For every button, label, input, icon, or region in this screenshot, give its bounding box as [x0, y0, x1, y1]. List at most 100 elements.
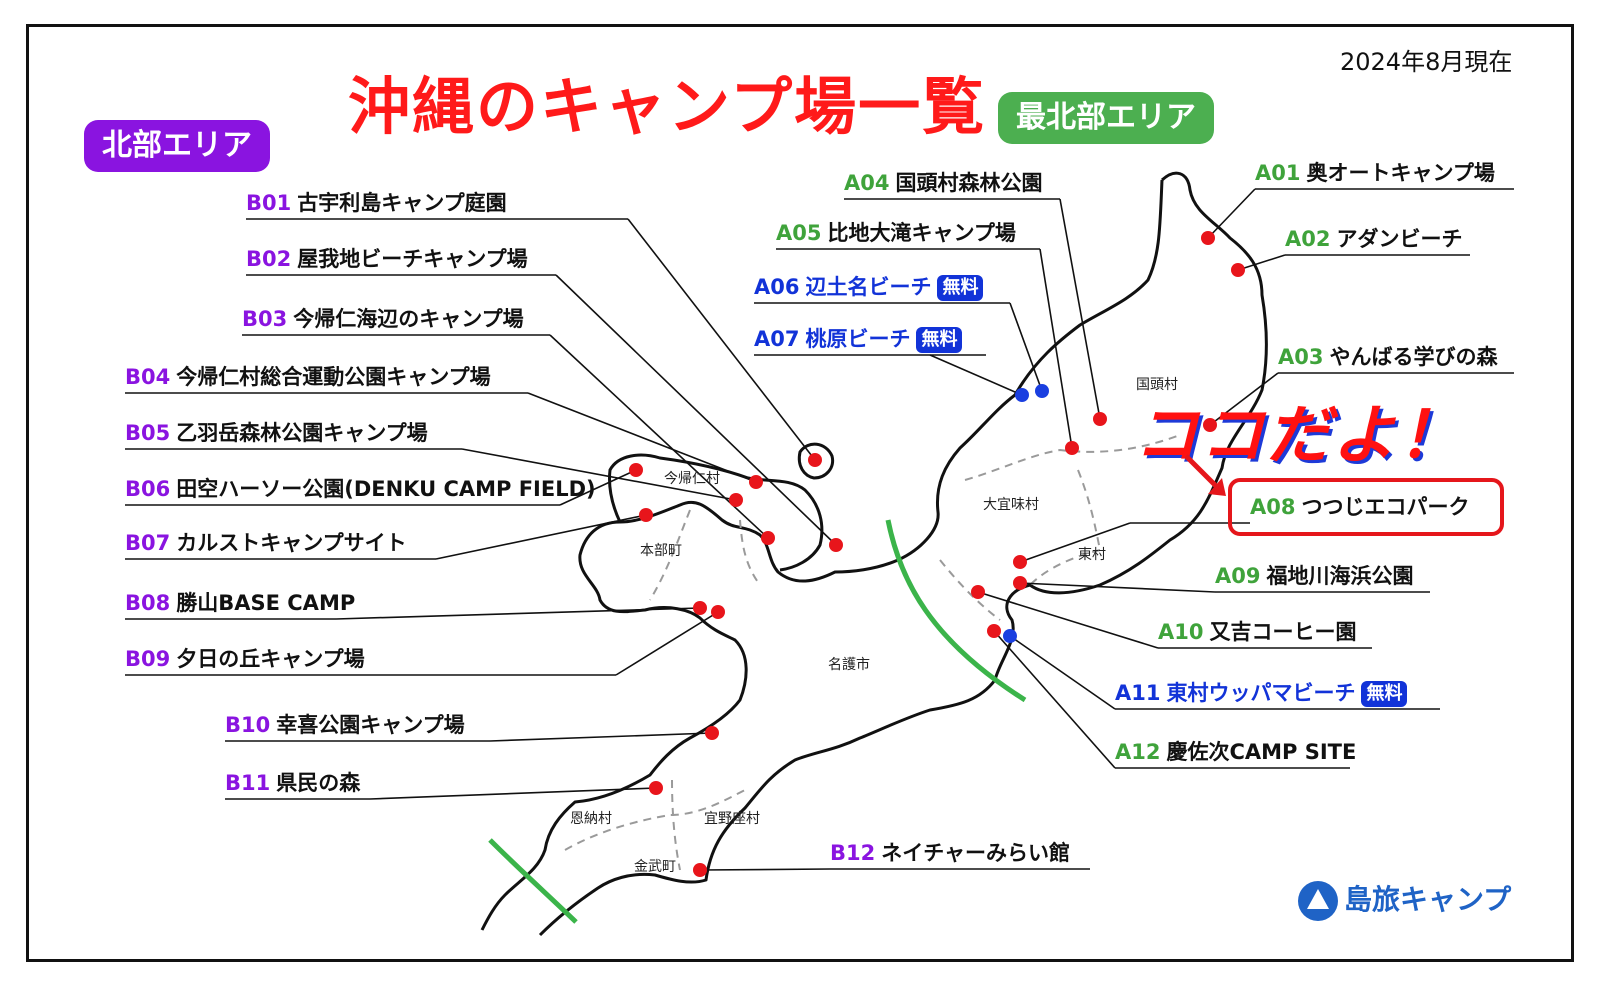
camp-dots	[629, 231, 1245, 877]
free-badge: 無料	[937, 275, 984, 301]
camp-dot-b07	[639, 508, 653, 522]
camp-name: 慶佐次CAMP SITE	[1166, 740, 1357, 764]
leader-line	[977, 591, 1159, 649]
camp-name: 古宇利島キャンプ庭園	[297, 191, 507, 215]
leader-line	[335, 607, 701, 620]
north-coast	[1013, 179, 1164, 396]
leader-line	[1019, 582, 1216, 593]
camp-dot-a03	[1203, 418, 1217, 432]
free-badge: 無料	[1361, 681, 1408, 707]
highlight-box	[1228, 478, 1504, 536]
camp-code: B08	[125, 591, 171, 615]
leader-line	[1209, 372, 1279, 426]
camp-code: A05	[776, 221, 822, 245]
far-north-area-badge: 最北部エリア	[998, 92, 1214, 144]
camp-dot-b08	[693, 601, 707, 615]
camp-name: 今帰仁海辺のキャンプ場	[293, 307, 524, 331]
camp-name: 夕日の丘キャンプ場	[176, 647, 365, 671]
muni-higashi: 東村	[1078, 547, 1106, 563]
brand-logo: 島旅キャンプ	[1298, 878, 1511, 921]
leader-line	[615, 611, 719, 676]
camp-dot-a12	[987, 624, 1001, 638]
camp-code: B12	[830, 841, 876, 865]
camp-dot-a07	[1015, 388, 1029, 402]
camp-dot-a06	[1035, 384, 1049, 398]
camp-code: A03	[1278, 345, 1324, 369]
camp-code: A10	[1158, 620, 1204, 644]
camp-code: B02	[246, 247, 292, 271]
camp-name: つつじエコパーク	[1301, 495, 1470, 519]
camp-dot-b02	[829, 538, 843, 552]
camp-dot-a09	[1013, 576, 1027, 590]
camp-dot-a11	[1003, 629, 1017, 643]
leader-line	[1237, 254, 1286, 271]
camp-name: 田空ハーソー公園(DENKU CAMP FIELD)	[176, 477, 596, 501]
camp-code: B09	[125, 647, 171, 671]
logo-text: 島旅キャンプ	[1344, 883, 1512, 916]
camp-name: 屋我地ビーチキャンプ場	[297, 247, 528, 271]
camp-dot-b05	[729, 493, 743, 507]
camp-code: A07	[754, 327, 800, 351]
camp-name: 今帰仁村総合運動公園キャンプ場	[176, 365, 491, 389]
camp-dot-a02	[1231, 263, 1245, 277]
camp-dot-a05	[1065, 441, 1079, 455]
camp-code: B05	[125, 421, 171, 445]
leader-lines	[125, 188, 1514, 871]
camp-name: 桃原ビーチ	[805, 327, 911, 351]
camp-code: A09	[1215, 564, 1261, 588]
camp-code: A12	[1115, 740, 1161, 764]
camp-dot-b12	[693, 863, 707, 877]
camp-code: B01	[246, 191, 292, 215]
muni-motobu: 本部町	[640, 543, 682, 559]
camp-name: 県民の森	[276, 771, 361, 795]
camp-dot-a08	[1013, 555, 1027, 569]
motobu-peninsula	[608, 453, 824, 572]
date-label: 2024年8月現在	[1340, 48, 1513, 76]
leader-line	[549, 334, 769, 539]
muni-kin: 金武町	[634, 859, 676, 875]
camp-name: 福地川海浜公園	[1266, 564, 1414, 588]
area-boundary-north	[885, 519, 1027, 703]
camp-name: アダンビーチ	[1336, 227, 1463, 251]
camp-dot-b09	[711, 605, 725, 619]
leader-line	[993, 630, 1116, 769]
map-frame	[26, 24, 1574, 962]
leader-line	[929, 354, 1023, 396]
leader-line	[369, 787, 657, 800]
muni-ogimi: 大宜味村	[983, 497, 1039, 513]
north-area-badge: 北部エリア	[84, 120, 270, 172]
camp-code: B10	[225, 713, 271, 737]
leader-line	[489, 732, 713, 742]
camp-dot-b03	[761, 531, 775, 545]
camp-name: カルストキャンプサイト	[176, 531, 407, 555]
free-badge: 無料	[916, 327, 963, 353]
leader-line	[1207, 188, 1256, 239]
camp-name: 乙羽岳森林公園キャンプ場	[176, 421, 428, 445]
leader-line	[1059, 198, 1101, 420]
muni-nakijin: 今帰仁村	[664, 471, 720, 487]
leader-line	[435, 514, 647, 560]
camp-name: 又吉コーヒー園	[1209, 620, 1357, 644]
camp-name: ネイチャーみらい館	[881, 841, 1071, 865]
camp-dot-a10	[971, 585, 985, 599]
camp-dot-b06	[629, 463, 643, 477]
camp-dot-a01	[1201, 231, 1215, 245]
camp-dot-a04	[1093, 412, 1107, 426]
camp-dot-b01	[808, 453, 822, 467]
camp-code: A04	[844, 171, 890, 195]
tent-icon	[1298, 881, 1338, 921]
camp-name: 奥オートキャンプ場	[1306, 161, 1495, 185]
